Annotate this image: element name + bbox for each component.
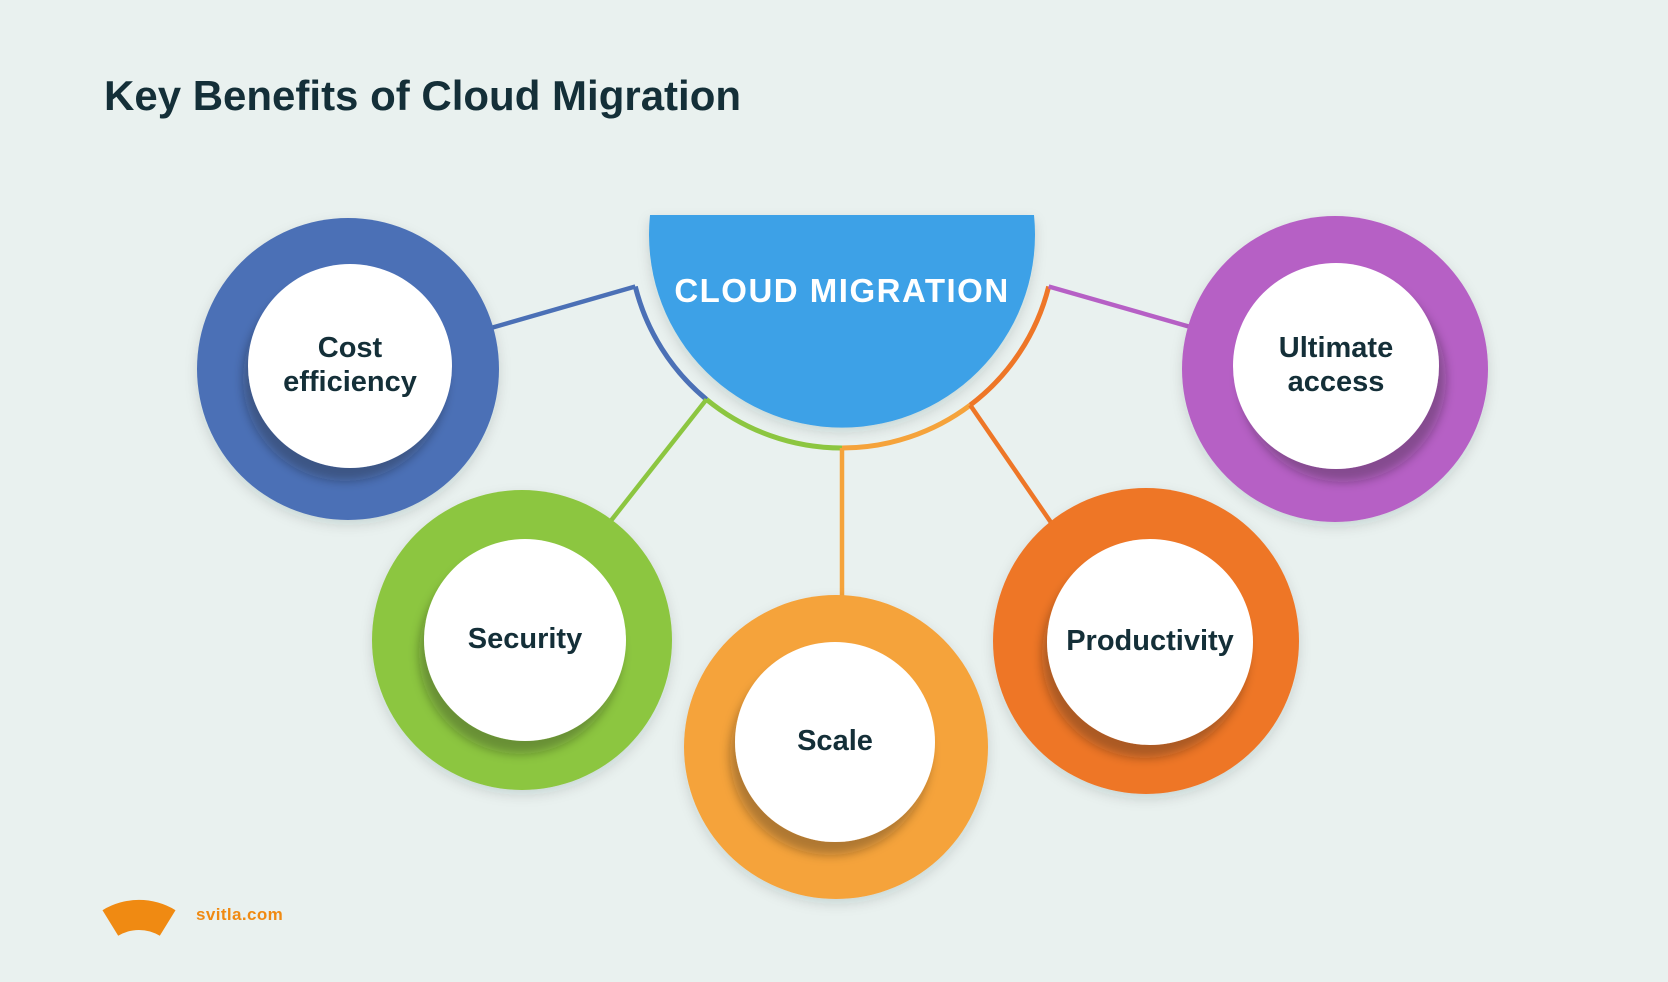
node-cost-efficiency [197, 218, 499, 520]
node-scale [684, 595, 988, 899]
connector-line-cost-efficiency [469, 284, 636, 337]
node-inner-scale [735, 642, 935, 842]
node-ultimate-access [1182, 216, 1488, 522]
node-inner-productivity [1047, 539, 1253, 745]
node-inner-security [424, 539, 626, 741]
node-inner-ultimate-access [1233, 263, 1439, 469]
node-security [372, 490, 672, 790]
connector-line-ultimate-access [1048, 284, 1216, 337]
node-productivity [993, 488, 1299, 794]
node-inner-cost-efficiency [248, 264, 452, 468]
arc-segment-scale [841, 403, 972, 451]
center-semicircle [649, 215, 1035, 428]
arc-segment-productivity [968, 285, 1052, 408]
arc-segment-security [704, 397, 843, 451]
connector-arc [632, 285, 1052, 451]
arc-segment-cost-efficiency [632, 285, 709, 402]
svitla-logo-icon [102, 899, 176, 936]
